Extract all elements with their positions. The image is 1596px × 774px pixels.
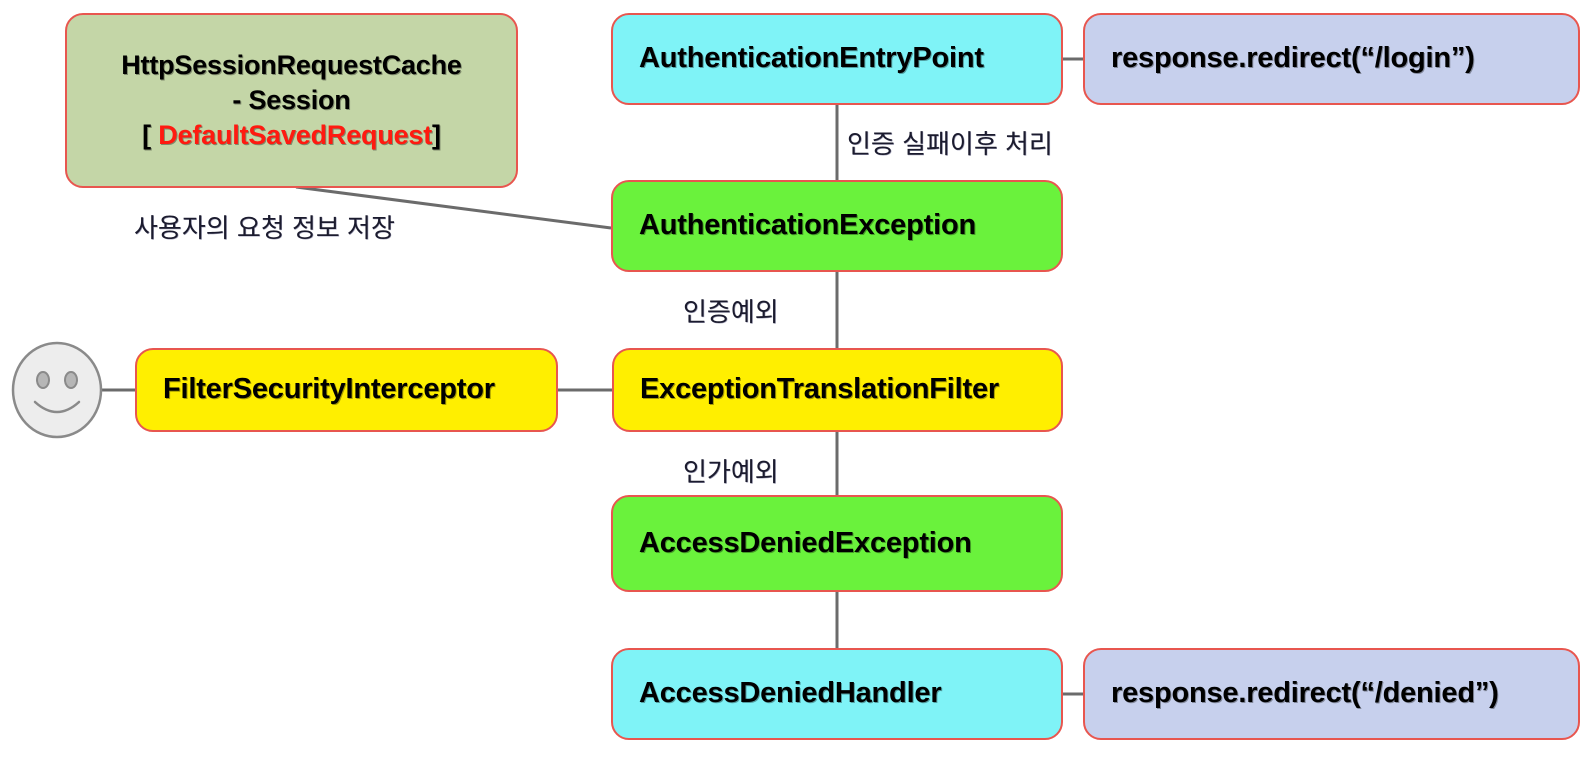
node-label: FilterSecurityInterceptor xyxy=(163,373,495,406)
edge-label-authorization-exception: 인가예외 xyxy=(683,457,779,487)
actor-head xyxy=(11,341,103,439)
node-authentication-exception[interactable]: AuthenticationException xyxy=(611,180,1063,272)
edge-label-auth-fail-after: 인증 실패이후 처리 xyxy=(847,129,1053,159)
node-exception-translation-filter[interactable]: ExceptionTranslationFilter xyxy=(612,348,1063,432)
actor-eye-right xyxy=(64,371,78,389)
node-access-denied-handler[interactable]: AccessDeniedHandler xyxy=(611,648,1063,740)
node-authentication-entry-point[interactable]: AuthenticationEntryPoint xyxy=(611,13,1063,105)
actor-smile xyxy=(33,400,81,414)
node-label: ExceptionTranslationFilter xyxy=(640,373,999,406)
node-label: AccessDeniedException xyxy=(639,526,972,559)
node-response-redirect-login[interactable]: response.redirect(“/login”) xyxy=(1083,13,1580,105)
node-label: response.redirect(“/login”) xyxy=(1111,42,1475,75)
node-label-highlight: DefaultSavedRequest xyxy=(158,120,433,151)
node-label: HttpSessionRequestCache- Session[ Defaul… xyxy=(121,49,462,151)
node-label: AccessDeniedHandler xyxy=(639,677,942,710)
edge-label-authentication-exception: 인증예외 xyxy=(683,297,779,327)
node-response-redirect-denied[interactable]: response.redirect(“/denied”) xyxy=(1083,648,1580,740)
user-smiley-icon xyxy=(11,341,103,439)
node-label: AuthenticationEntryPoint xyxy=(639,42,984,75)
actor-eye-left xyxy=(36,371,50,389)
node-label: AuthenticationException xyxy=(639,209,976,242)
edge-label-save-user-request: 사용자의 요청 정보 저장 xyxy=(134,213,395,243)
node-label: response.redirect(“/denied”) xyxy=(1111,677,1499,710)
node-http-session-request-cache[interactable]: HttpSessionRequestCache- Session[ Defaul… xyxy=(65,13,518,188)
node-access-denied-exception[interactable]: AccessDeniedException xyxy=(611,495,1063,592)
node-filter-security-interceptor[interactable]: FilterSecurityInterceptor xyxy=(135,348,558,432)
